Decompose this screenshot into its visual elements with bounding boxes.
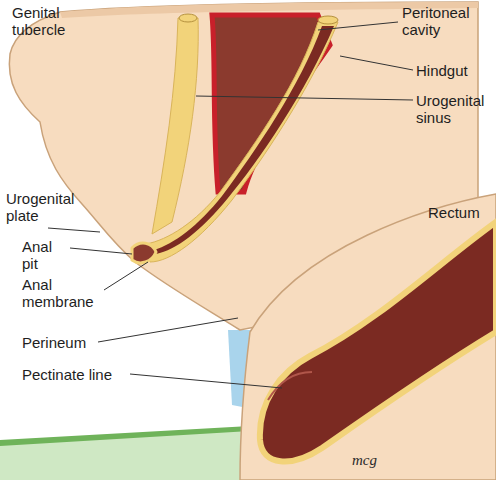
hindgut-lumen [154,26,334,254]
artist-signature: mcg [352,452,392,469]
anal-pit [132,243,156,263]
green-stripe [0,426,250,446]
structure-label: Anal pit [22,238,68,272]
pectinate-line [268,372,312,400]
structure-label: Pectinate line [22,366,132,383]
hindgut-wall [146,22,338,262]
structure-label: Rectum [428,204,490,221]
rectum [260,222,496,461]
leader-lines [48,22,413,388]
structure-label: Perineum [22,334,102,351]
structure-label: Urogenital plate [6,190,88,224]
structure-label: Hindgut [416,62,490,79]
structure-label: Urogenital sinus [416,92,494,126]
structure-label: Anal membrane [22,276,102,310]
sinus-opening [179,14,197,22]
structure-label: Genital tubercle [12,4,84,38]
hindgut-opening [318,16,338,24]
structure-label: Peritoneal cavity [402,4,488,38]
urogenital-sinus [152,18,198,234]
inset-body [240,194,496,480]
